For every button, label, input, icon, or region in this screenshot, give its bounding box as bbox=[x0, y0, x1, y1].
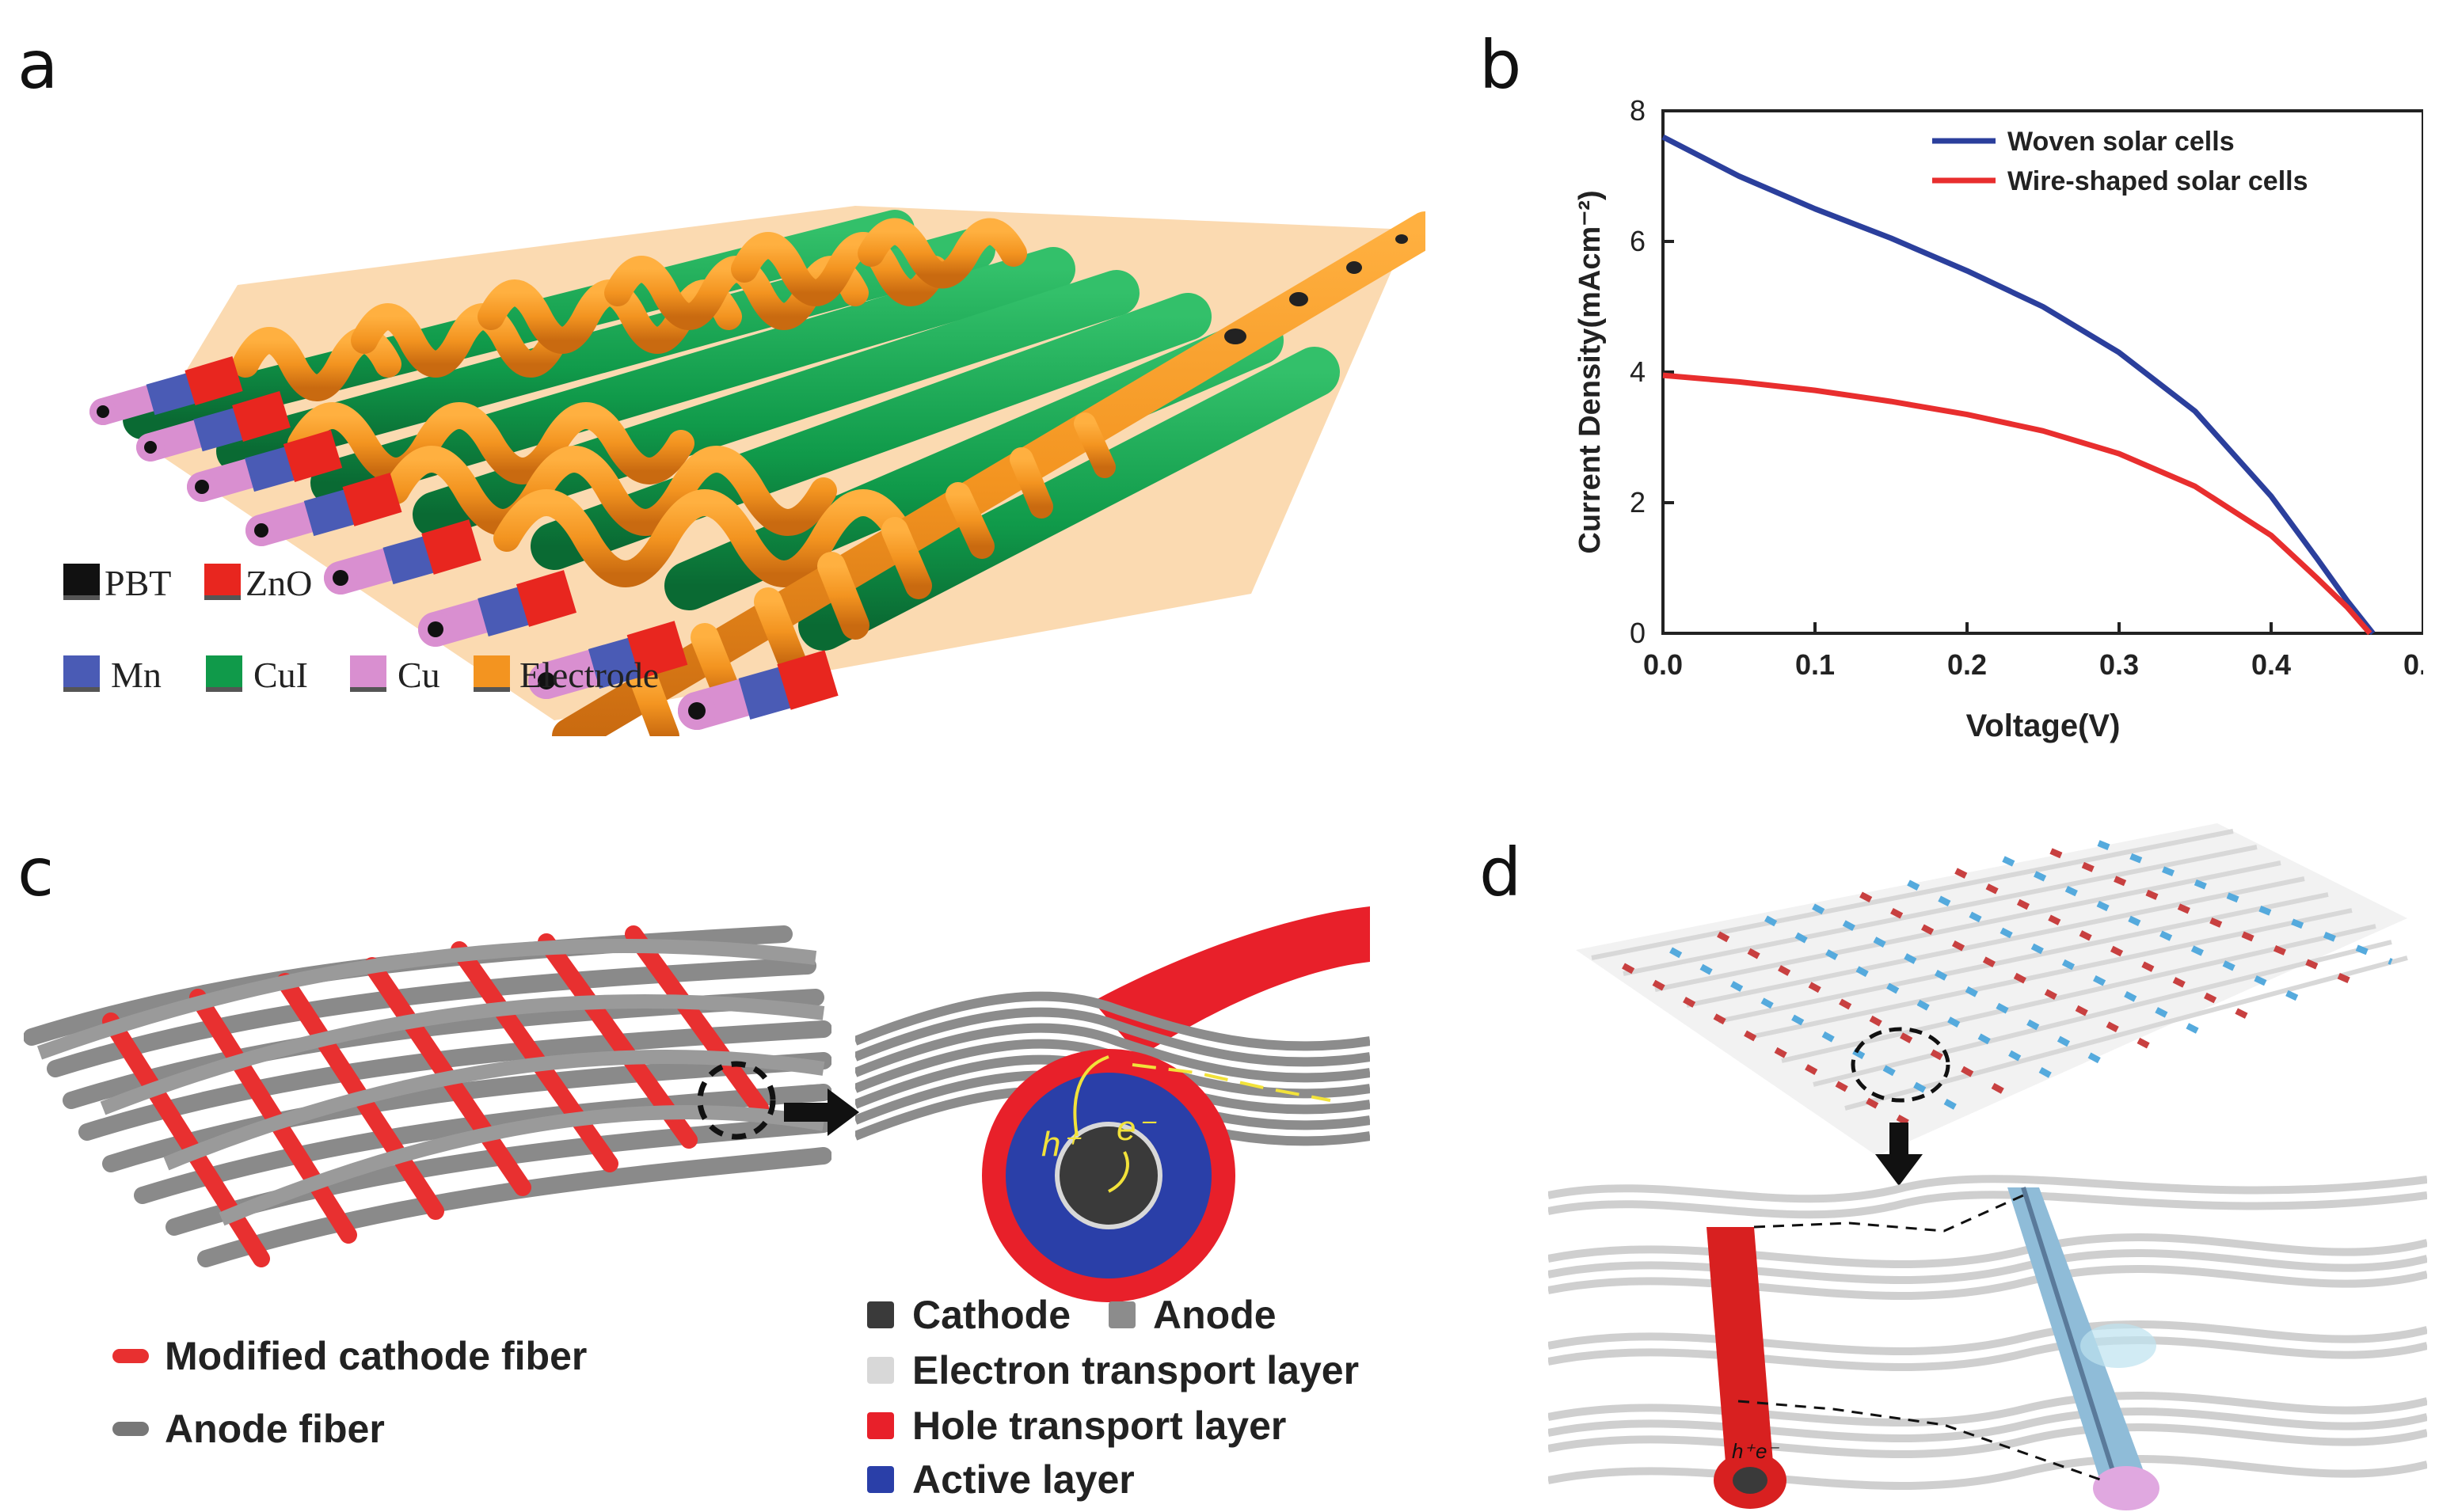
panel-label-a: a bbox=[17, 26, 59, 104]
x-tick-label: 0.3 bbox=[2099, 648, 2139, 681]
electron-label-d: e⁻ bbox=[1756, 1439, 1779, 1463]
zoom-arrow-c bbox=[784, 1088, 859, 1136]
x-axis-label: Voltage(V) bbox=[1966, 709, 2121, 743]
legend-label-etl: Electron transport layer bbox=[912, 1348, 1360, 1392]
y-tick-label: 2 bbox=[1630, 486, 1646, 519]
zoom-circle-d bbox=[1851, 1027, 1950, 1103]
legend-label-pbt: PBT bbox=[105, 563, 172, 603]
zoom-circle bbox=[697, 1061, 776, 1140]
panel-c-fiber-crosssection: h⁺ e⁻ bbox=[855, 906, 1370, 1302]
legend-swatch-etl bbox=[867, 1357, 894, 1384]
legend-swatch-active bbox=[867, 1466, 894, 1493]
panel-a-woven-illustration bbox=[89, 206, 1425, 736]
panel-label-b: b bbox=[1479, 26, 1522, 104]
panel-d-fiber-closeup: h⁺ e⁻ bbox=[1548, 1175, 2427, 1510]
legend-label-anode-fiber: Anode fiber bbox=[165, 1407, 385, 1451]
panel-c-woven-illustration bbox=[24, 925, 831, 1267]
y-tick-label: 8 bbox=[1630, 94, 1646, 127]
series-line-woven bbox=[1661, 134, 2376, 636]
legend-label-cathode: Cathode bbox=[912, 1293, 1071, 1337]
legend-swatch-pbt bbox=[63, 564, 100, 600]
x-tick-label: 0.2 bbox=[1947, 648, 1987, 681]
legend-swatch-electrode bbox=[474, 655, 510, 692]
legend-swatch-htl bbox=[867, 1412, 894, 1439]
legend-label-electrode: Electrode bbox=[519, 655, 660, 695]
legend-swatch-anode-fiber bbox=[112, 1422, 149, 1436]
legend-label-cathode-fiber: Modified cathode fiber bbox=[165, 1334, 588, 1378]
panel-b-jv-chart: 0.0 0.1 0.2 0.3 0.4 0.5 0 2 4 6 8 Voltage(V) Curr… bbox=[1573, 94, 2423, 743]
legend-label-anode: Anode bbox=[1153, 1293, 1277, 1337]
legend-swatch-cathode bbox=[867, 1301, 894, 1328]
x-tick-label: 0.1 bbox=[1795, 648, 1835, 681]
x-tick-label: 0.0 bbox=[1643, 648, 1683, 681]
legend-label-wire: Wire-shaped solar cells bbox=[2007, 166, 2308, 196]
legend-swatch-anode bbox=[1109, 1301, 1136, 1328]
legend-label-htl: Hole transport layer bbox=[912, 1404, 1287, 1448]
hole-label-c: h⁺ bbox=[1041, 1125, 1082, 1164]
x-tick-label: 0.5 bbox=[2403, 648, 2423, 681]
chart-legend: Woven solar cells Wire-shaped solar cell… bbox=[1932, 127, 2308, 196]
legend-swatch-zno bbox=[204, 564, 241, 600]
legend-label-mn: Mn bbox=[111, 655, 162, 695]
legend-swatch-mn bbox=[63, 655, 100, 692]
x-tick-label: 0.4 bbox=[2251, 648, 2291, 681]
legend-swatch-cui bbox=[206, 655, 242, 692]
legend-label-cui: CuI bbox=[253, 655, 308, 695]
panel-label-c: c bbox=[17, 834, 55, 911]
y-tick-label: 4 bbox=[1630, 355, 1646, 388]
panel-label-d: d bbox=[1479, 834, 1522, 911]
y-tick-label: 0 bbox=[1630, 617, 1646, 649]
electron-label-c: e⁻ bbox=[1117, 1109, 1157, 1148]
legend-label-zno: ZnO bbox=[245, 563, 313, 603]
panel-d-woven-illustration bbox=[1576, 823, 2408, 1156]
legend-swatch-cathode-fiber bbox=[112, 1349, 149, 1363]
hole-label-d: h⁺ bbox=[1732, 1439, 1756, 1463]
legend-label-woven: Woven solar cells bbox=[2007, 127, 2235, 157]
legend-label-active: Active layer bbox=[912, 1457, 1135, 1502]
y-axis-label: Current Density(mAcm⁻²) bbox=[1573, 190, 1607, 553]
legend-label-cu: Cu bbox=[398, 655, 440, 695]
zoom-arrow-d bbox=[1875, 1123, 1923, 1186]
y-tick-label: 6 bbox=[1630, 225, 1646, 257]
series-line-wire bbox=[1662, 372, 2372, 636]
legend-swatch-cu bbox=[350, 655, 386, 692]
